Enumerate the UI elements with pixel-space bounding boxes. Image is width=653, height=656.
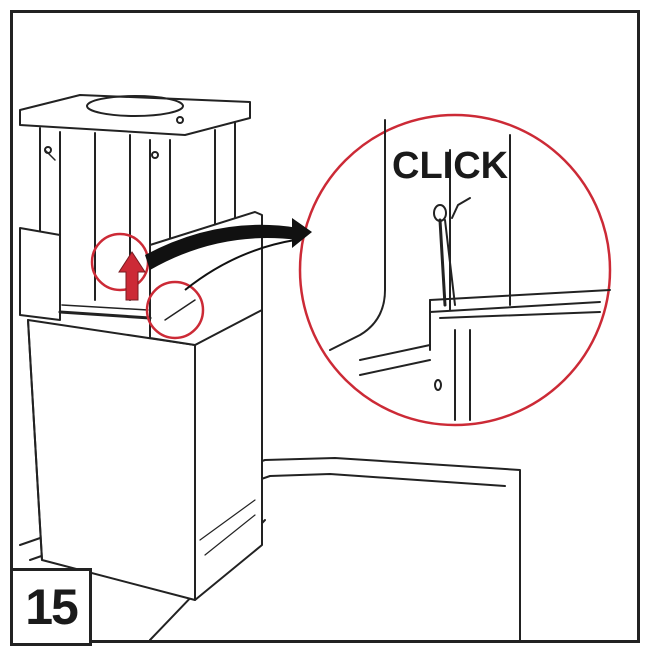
zoom-arrow: [145, 218, 312, 291]
up-arrow: [118, 251, 146, 301]
step-number: 15: [25, 579, 79, 635]
detail-location-circle: [145, 280, 205, 340]
click-label: CLICK: [392, 145, 509, 187]
lower-chimney-cover: [27, 307, 263, 601]
step-number-box: 15: [10, 568, 92, 646]
upper-chimney-frame: [19, 94, 251, 306]
clip-location-circle: [90, 232, 150, 292]
detail-callout: [298, 113, 612, 427]
